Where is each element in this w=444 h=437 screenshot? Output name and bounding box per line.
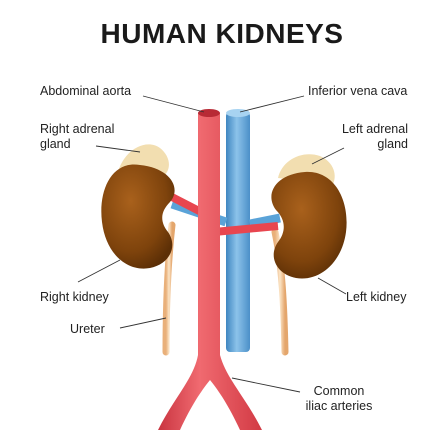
- right-ureter: [162, 221, 176, 356]
- left-kidney: [271, 171, 347, 279]
- leader-abdominal-aorta: [142, 95, 205, 113]
- right-kidney: [101, 164, 175, 269]
- label-inferior-vena-cava: Inferior vena cava: [308, 84, 408, 98]
- diagram-title: HUMAN KIDNEYS: [100, 18, 344, 49]
- abdominal-aorta: [158, 113, 262, 430]
- label-left-kidney: Left kidney: [346, 290, 407, 304]
- left-ureter: [271, 228, 289, 356]
- leader-right-kidney: [77, 259, 121, 283]
- leader-ureter: [119, 317, 167, 329]
- left-renal-vein: [249, 213, 281, 229]
- leader-right-adrenal: [95, 145, 141, 153]
- leader-inferior-vena-cava: [239, 95, 305, 113]
- leader-iliac: [231, 377, 301, 393]
- label-ureter: Ureter: [70, 322, 105, 336]
- left-renal-artery: [213, 222, 279, 236]
- label-right-kidney: Right kidney: [40, 290, 109, 304]
- label-right-adrenal-gland: Right adrenal gland: [40, 122, 115, 151]
- label-left-adrenal-gland: Left adrenal gland: [341, 122, 408, 151]
- leader-left-kidney: [317, 277, 347, 295]
- label-abdominal-aorta: Abdominal aorta: [40, 84, 132, 98]
- label-common-iliac-arteries: Common iliac arteries: [305, 384, 373, 413]
- leader-left-adrenal: [311, 147, 345, 165]
